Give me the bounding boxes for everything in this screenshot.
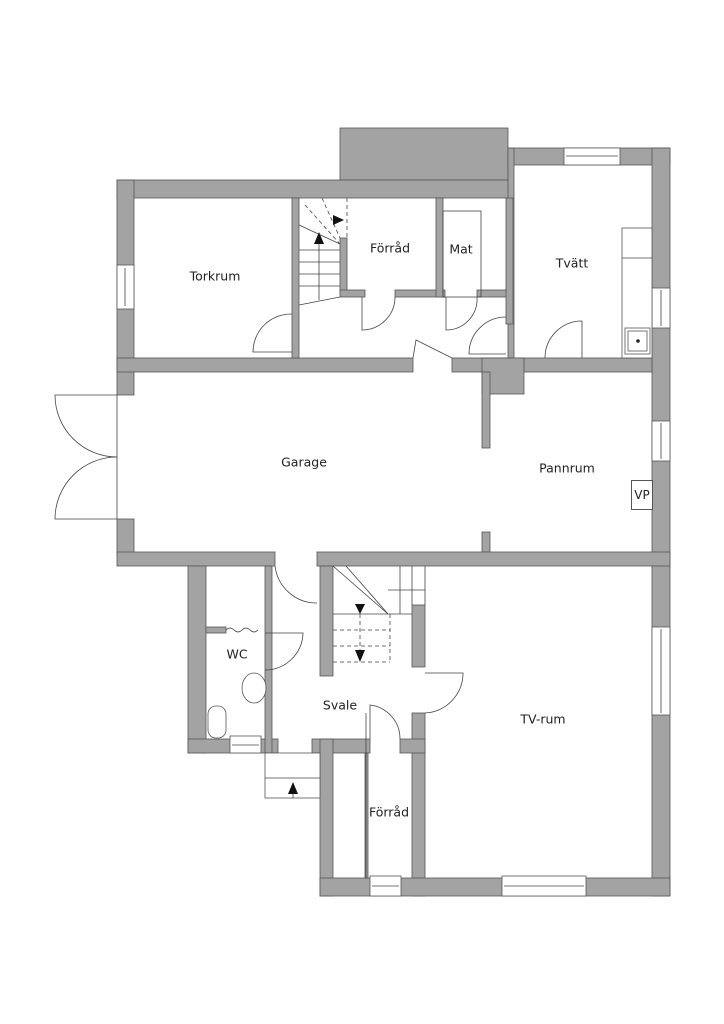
room-label-forrad-top: Förråd [369,240,411,256]
fixtures [207,210,653,878]
room-label-tv-rum: TV-rum [520,711,566,727]
room-label-wc: WC [226,646,248,662]
room-label-mat: Mat [449,241,473,257]
room-label-garage: Garage [281,454,327,470]
room-label-tvatt: Tvätt [555,255,589,271]
room-label-torkrum: Torkrum [189,268,241,284]
doors [54,296,583,799]
room-label-svale: Svale [322,697,358,713]
room-label-pannrum: Pannrum [539,460,595,476]
heat-pump-box: VP [631,480,653,510]
stairs [288,197,426,798]
windows [116,147,671,897]
room-label-forrad-bottom: Förråd [368,804,410,820]
